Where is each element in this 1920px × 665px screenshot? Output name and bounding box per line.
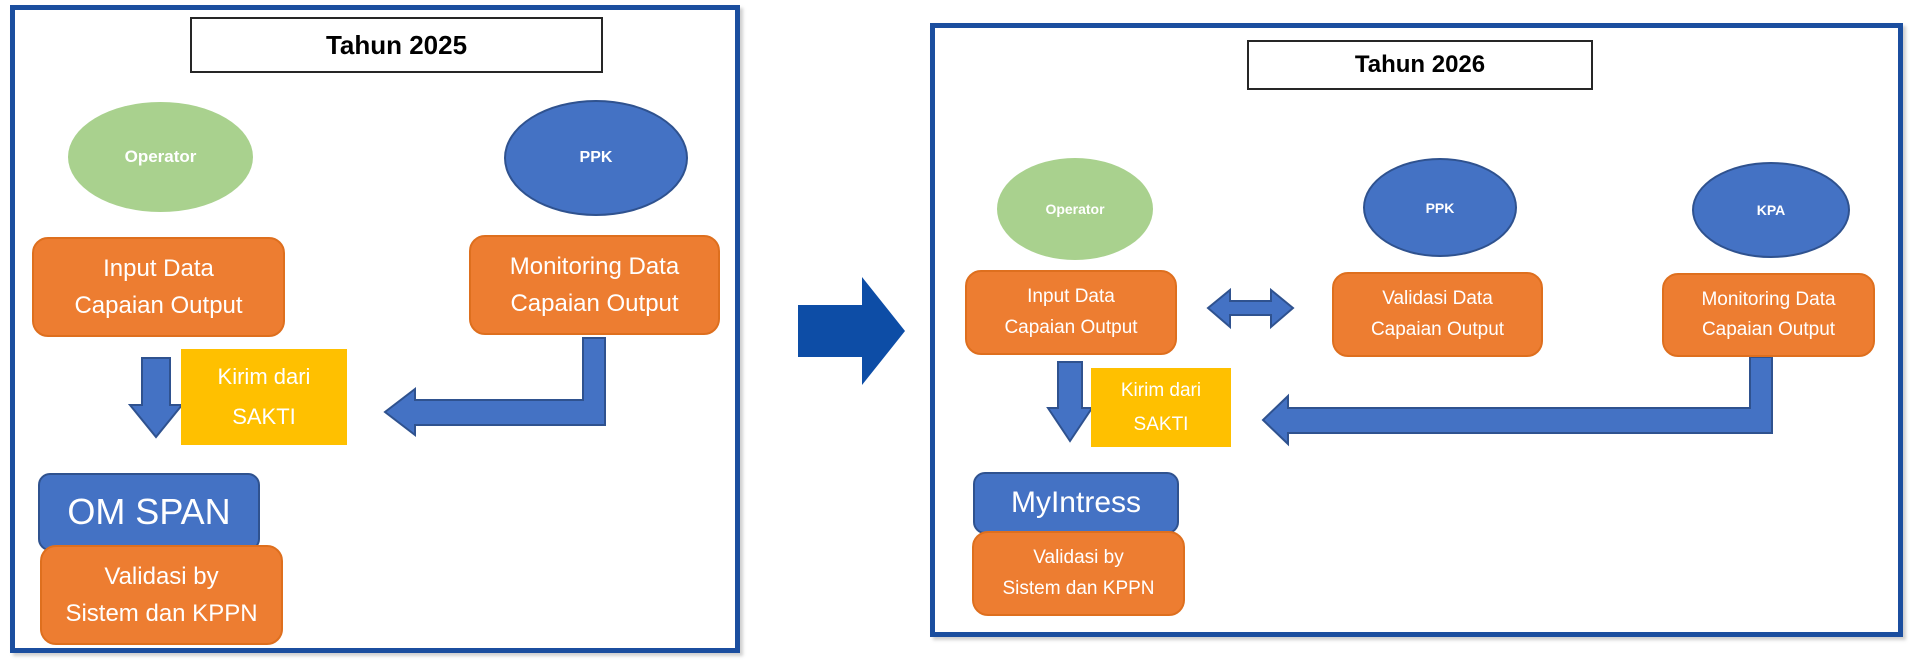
- operator-ellipse-2026: Operator: [997, 158, 1153, 260]
- box-label-line1: Kirim dari: [1120, 380, 1202, 402]
- bent-arrow-2025: [383, 337, 606, 438]
- box-label-line1: Validasi by: [104, 562, 219, 590]
- title-2026-label: Tahun 2026: [1354, 51, 1486, 78]
- year-transition-arrow: [798, 277, 905, 385]
- kirim-dari-sakti-box-2025: Kirim dari SAKTI: [181, 349, 347, 445]
- sync-double-arrow-2026: [1206, 287, 1295, 330]
- title-box-2025: Tahun 2025: [190, 17, 603, 73]
- title-box-2026: Tahun 2026: [1247, 40, 1593, 90]
- input-data-box-2026: Input Data Capaian Output: [965, 270, 1177, 355]
- down-arrow-2025: [127, 357, 185, 439]
- kpa-2026-label: KPA: [1756, 202, 1786, 218]
- system-label: OM SPAN: [67, 491, 231, 532]
- ppk-ellipse-2026: PPK: [1363, 158, 1517, 257]
- box-label-line2: Capaian Output: [1004, 316, 1138, 338]
- down-arrow-2026: [1046, 361, 1094, 443]
- om-span-box: OM SPAN: [38, 473, 260, 551]
- validasi-data-box-2026: Validasi Data Capaian Output: [1332, 272, 1543, 357]
- box-label-line2: Capaian Output: [1701, 319, 1836, 340]
- box-label-line2: Sistem dan KPPN: [1002, 577, 1155, 599]
- box-label-line2: Capaian Output: [1370, 318, 1505, 340]
- validasi-box-2026: Validasi by Sistem dan KPPN: [972, 531, 1185, 616]
- input-data-box-2025: Input Data Capaian Output: [32, 237, 285, 337]
- box-label-line1: Input Data: [1027, 286, 1115, 308]
- myintress-box: MyIntress: [973, 472, 1179, 534]
- kpa-ellipse-2026: KPA: [1692, 162, 1850, 258]
- ppk-ellipse-2025: PPK: [504, 100, 688, 216]
- box-label-line1: Kirim dari: [217, 364, 311, 390]
- ppk-2026-label: PPK: [1425, 199, 1455, 216]
- operator-2025-label: Operator: [124, 147, 197, 166]
- system-label: MyIntress: [1010, 486, 1142, 519]
- operator-ellipse-2025: Operator: [68, 102, 253, 212]
- box-label-line2: Capaian Output: [510, 290, 679, 317]
- box-label-line1: Validasi by: [1033, 547, 1124, 569]
- box-label-line1: Monitoring Data: [1701, 288, 1836, 310]
- box-label-line2: Sistem dan KPPN: [65, 600, 258, 627]
- box-label-line1: Input Data: [103, 254, 214, 282]
- kirim-dari-sakti-box-2026: Kirim dari SAKTI: [1091, 368, 1231, 447]
- operator-2026-label: Operator: [1045, 201, 1105, 217]
- box-label-line2: SAKTI: [232, 404, 296, 429]
- title-2025-label: Tahun 2025: [325, 29, 468, 60]
- monitoring-data-box-2025: Monitoring Data Capaian Output: [469, 235, 720, 335]
- ppk-2025-label: PPK: [579, 149, 613, 166]
- monitoring-data-box-2026: Monitoring Data Capaian Output: [1662, 273, 1875, 357]
- elbow-arrow-2026: [1261, 356, 1773, 447]
- box-label-line2: SAKTI: [1133, 413, 1189, 435]
- box-label-line1: Monitoring Data: [509, 252, 680, 280]
- box-label-line2: Capaian Output: [74, 292, 243, 319]
- box-label-line1: Validasi Data: [1382, 288, 1493, 310]
- validasi-box-2025: Validasi by Sistem dan KPPN: [40, 545, 283, 645]
